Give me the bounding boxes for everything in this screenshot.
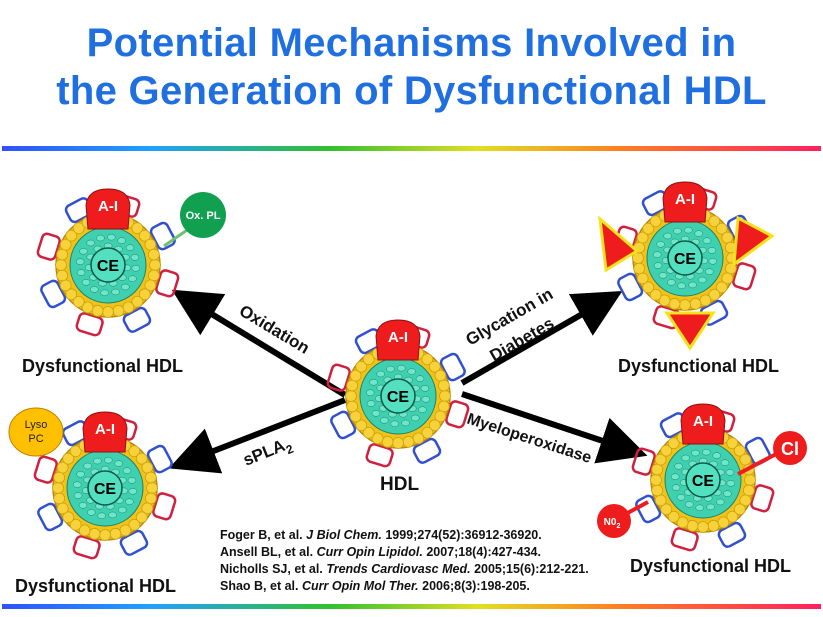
oxidation-arrow	[171, 289, 347, 398]
references: Foger B, et al. J Biol Chem. 1999;274(52…	[220, 527, 589, 595]
core-label: CE	[387, 389, 410, 406]
no2-bubble	[597, 504, 631, 538]
no2-label: N02	[604, 517, 621, 530]
hdl-spla2: CE A-I	[33, 411, 177, 560]
apoa1-label: A-I	[675, 191, 695, 208]
apolipoprotein-ribbons	[36, 193, 180, 337]
oxpl-label: Ox. PL	[186, 210, 221, 222]
lysopc-label-line2: PC	[28, 433, 43, 445]
core-label: CE	[692, 473, 715, 490]
ref4-details: 2006;8(3):198-205.	[422, 579, 530, 593]
apoa1-cap	[662, 181, 708, 223]
ref2-details: 2007;18(4):427-434.	[426, 545, 541, 559]
ref3-details: 2005;15(6):212-221.	[474, 562, 589, 576]
apoa1-cap	[375, 319, 421, 361]
caption-spla2-hdl: Dysfunctional HDL	[15, 576, 177, 596]
apoa1-label: A-I	[98, 198, 118, 215]
particles-group: CE A-I CE A-I CE A-I CE A-I CE A-I	[33, 181, 775, 560]
apoa1-label: A-I	[693, 413, 713, 430]
spla2-arrow	[168, 397, 347, 474]
top-rainbow-rule	[2, 146, 821, 151]
ref2-journal: Curr Opin Lipidol.	[316, 545, 423, 559]
reference-4: Shao B, et al. Curr Opin Mol Ther. 2006;…	[220, 578, 589, 595]
glycation-triangle-bottom	[664, 311, 716, 351]
glycation-marks	[598, 215, 775, 351]
apoa1-label: A-I	[95, 421, 115, 438]
lysopc-label-line1: Lyso	[25, 419, 48, 431]
ref1-details: 1999;274(52):36912-36920.	[385, 528, 542, 542]
oxpl-bubble	[180, 192, 226, 238]
bottom-rainbow-rule	[2, 604, 821, 609]
no2-text: N0	[604, 517, 617, 528]
reference-1: Foger B, et al. J Biol Chem. 1999;274(52…	[220, 527, 589, 544]
lysopc-bubble	[8, 407, 64, 457]
ref1-authors: Foger B, et al.	[220, 528, 303, 542]
apoa1-cap	[85, 188, 131, 230]
myeloperoxidase-arrow	[461, 391, 648, 464]
caption-oxidized-hdl: Dysfunctional HDL	[22, 356, 184, 376]
cl-stalk	[737, 450, 781, 476]
apoa1-cap	[680, 403, 726, 445]
glycation-triangle-right	[732, 215, 775, 268]
ref4-journal: Curr Opin Mol Ther.	[301, 579, 419, 593]
apoa1-label: A-I	[388, 329, 408, 346]
cl-label: Cl	[781, 439, 799, 459]
spla2-subscript: 2	[284, 442, 296, 458]
ref1-journal: J Biol Chem.	[306, 528, 382, 542]
title-line-1: Potential Mechanisms Involved in	[86, 21, 737, 65]
cl-bubble	[773, 431, 807, 465]
glycation-triangle-left	[598, 215, 640, 273]
hdl-mpo: CE A-I	[631, 403, 775, 552]
core-label: CE	[94, 481, 117, 498]
hdl-glycated: CE A-I	[613, 181, 757, 330]
apoa1-cap	[82, 411, 128, 453]
hdl-oxidized: CE A-I	[36, 188, 180, 337]
no2-subscript: 2	[616, 523, 620, 530]
caption-mpo-hdl: Dysfunctional HDL	[630, 556, 792, 576]
ref4-authors: Shao B, et al.	[220, 579, 299, 593]
arrows-group	[168, 289, 648, 474]
caption-center-hdl: HDL	[380, 474, 420, 495]
caption-glycated-hdl: Dysfunctional HDL	[618, 356, 780, 376]
reference-3: Nicholls SJ, et al. Trends Cardiovasc Me…	[220, 561, 589, 578]
hdl-center: CE A-I	[326, 319, 470, 468]
title-line-2: the Generation of Dysfunctional HDL	[56, 69, 767, 113]
core-label: CE	[674, 251, 697, 268]
ref3-journal: Trends Cardiovasc Med.	[326, 562, 471, 576]
shell-beads	[345, 343, 451, 449]
oxpl-stalk	[163, 226, 191, 248]
glycation-arrow	[460, 291, 623, 386]
core-label: CE	[97, 258, 120, 275]
ref2-authors: Ansell BL, et al.	[220, 545, 314, 559]
reference-2: Ansell BL, et al. Curr Opin Lipidol. 200…	[220, 544, 589, 561]
ref3-authors: Nicholls SJ, et al.	[220, 562, 323, 576]
